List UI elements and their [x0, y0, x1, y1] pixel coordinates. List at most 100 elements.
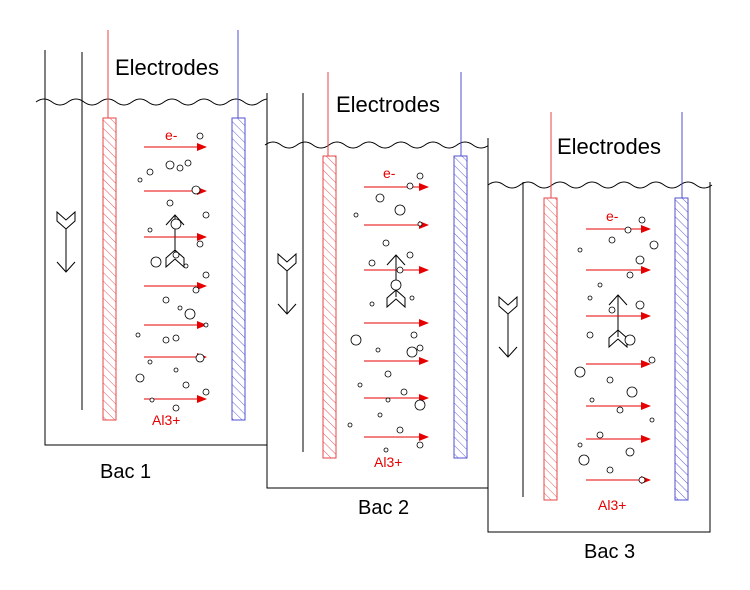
tank-1-bubble — [135, 373, 145, 383]
tank-2-bubble — [394, 204, 406, 216]
tank-2-bubble — [400, 388, 408, 396]
tank-2-bubble — [416, 441, 424, 449]
tank-2-caption: Bac 2 — [358, 497, 409, 519]
tank-3-electron-label: e- — [606, 208, 619, 224]
tank-2-bubble — [377, 412, 383, 418]
tank-2-bubble — [396, 266, 404, 274]
tank-1-bubble — [147, 359, 153, 365]
tank-1-down-flow-icon — [56, 210, 76, 273]
tank-3-bubble — [626, 386, 638, 398]
tank-3-bubble — [587, 295, 593, 301]
tank-1-electrodes-label: Electrodes — [115, 55, 219, 80]
tank-2-bubble — [383, 447, 389, 453]
tank-3-bubble — [635, 300, 645, 310]
tank-1-bubble — [147, 227, 153, 233]
tank-1-electron-label: e- — [165, 127, 178, 143]
tank-3-water-surface — [487, 181, 713, 189]
tank-1-bubble — [170, 218, 182, 230]
tank-1-cathode-plate — [231, 117, 246, 421]
tank-3-bubbles — [574, 216, 659, 484]
tank-2-bubble — [375, 347, 381, 353]
tank-3-caption: Bac 3 — [584, 541, 635, 563]
tank-3-bubble — [577, 442, 583, 448]
tank-2-water-surface — [264, 141, 490, 149]
tank-3-bubble — [586, 331, 594, 339]
tank-3-bubble — [638, 216, 646, 224]
tank-2-bubble — [382, 239, 390, 247]
tank-1-bubble — [195, 353, 205, 363]
tank-2-bubbles — [347, 172, 426, 453]
tank-3-bubble — [578, 454, 590, 466]
tank-3-bubble — [616, 406, 624, 414]
tank-1-bubble — [162, 296, 170, 304]
tank-2-bubble — [353, 212, 359, 218]
tank-2-bubble — [410, 331, 418, 339]
tank-2-bubble — [368, 259, 376, 267]
tank-1-bubble — [146, 168, 154, 176]
tank-1-bubble — [176, 164, 184, 172]
tank-3-electron-flow — [586, 225, 651, 484]
tank-1-water-surface — [35, 98, 277, 106]
tank-3-bubble — [608, 306, 616, 314]
tank-1-bubbles — [135, 132, 210, 412]
tank-2-bubble — [414, 399, 426, 411]
tank-3-down-flow-icon — [498, 295, 518, 358]
tank-1-electron-flow — [144, 143, 207, 403]
tank-1-bubble — [202, 271, 210, 279]
tank-2-bubble — [409, 295, 415, 301]
tank-1-bubble — [165, 160, 175, 170]
tank-1-bubble — [177, 305, 183, 311]
tank-1-bubble — [184, 308, 196, 320]
tank-1-bubble — [182, 381, 190, 389]
tank-2-bubble — [350, 334, 362, 346]
tank-3-bubble — [635, 255, 645, 265]
tank-2-electrodes-label: Electrodes — [336, 92, 440, 117]
tank-2-electron-flow — [364, 183, 429, 441]
tank-2-cathode-plate — [453, 155, 468, 459]
tank-2-bubble — [384, 370, 392, 378]
tank-3-electrodes-label: Electrodes — [557, 134, 661, 159]
tank-3-bubble — [649, 240, 659, 250]
tank-1-bubble — [184, 159, 192, 167]
tank-1-bubble — [191, 185, 201, 195]
tank-1-bubble — [149, 397, 155, 403]
tank-1-bubble — [162, 336, 170, 344]
tank-2-bubble — [416, 172, 424, 180]
tank-1-ion-label: Al3+ — [152, 412, 180, 428]
tank-1-bubble — [196, 132, 204, 140]
tank-1-anode-plate — [102, 117, 117, 421]
tank-2-bubble — [406, 346, 418, 358]
tank-1-bubble — [196, 240, 204, 248]
tank-1-bubble — [172, 404, 180, 412]
tank-3-bubble — [596, 431, 604, 439]
tank-2-bubble — [385, 397, 391, 403]
tank-2-bubble — [369, 301, 375, 307]
tank-3-bubble — [648, 356, 656, 364]
tank-2-down-flow-icon — [277, 252, 297, 315]
tank-2-electron-label: e- — [383, 165, 396, 181]
tank-1-bubble — [203, 322, 209, 328]
tank-3-bubble — [638, 476, 646, 484]
tank-1-bubble — [172, 251, 180, 259]
tank-2: Electrodes e- Al3+ Bac 2 — [264, 72, 490, 519]
tank-3-ion-label: Al3+ — [598, 497, 626, 513]
tank-3-bubble — [626, 271, 634, 279]
tank-3-bubble — [608, 236, 616, 244]
tank-1-bubble — [172, 334, 180, 342]
tank-3-bubble — [624, 334, 636, 346]
tank-3-bubble — [574, 366, 586, 378]
tank-3-bubble — [625, 447, 635, 457]
tank-2-bubble — [416, 344, 424, 352]
tank-3-bubble — [649, 417, 655, 423]
tank-3-cathode-plate — [674, 197, 689, 501]
tank-3-bubble — [577, 247, 583, 253]
tank-3-bubble — [589, 397, 595, 403]
tank-3-bubble — [606, 466, 614, 474]
tank-1-bubble — [202, 211, 210, 219]
tank-2-bubble — [357, 382, 363, 388]
tank-2-bubble — [406, 182, 414, 190]
tank-2-bubble — [347, 422, 353, 428]
tank-2-bubble — [375, 193, 385, 203]
